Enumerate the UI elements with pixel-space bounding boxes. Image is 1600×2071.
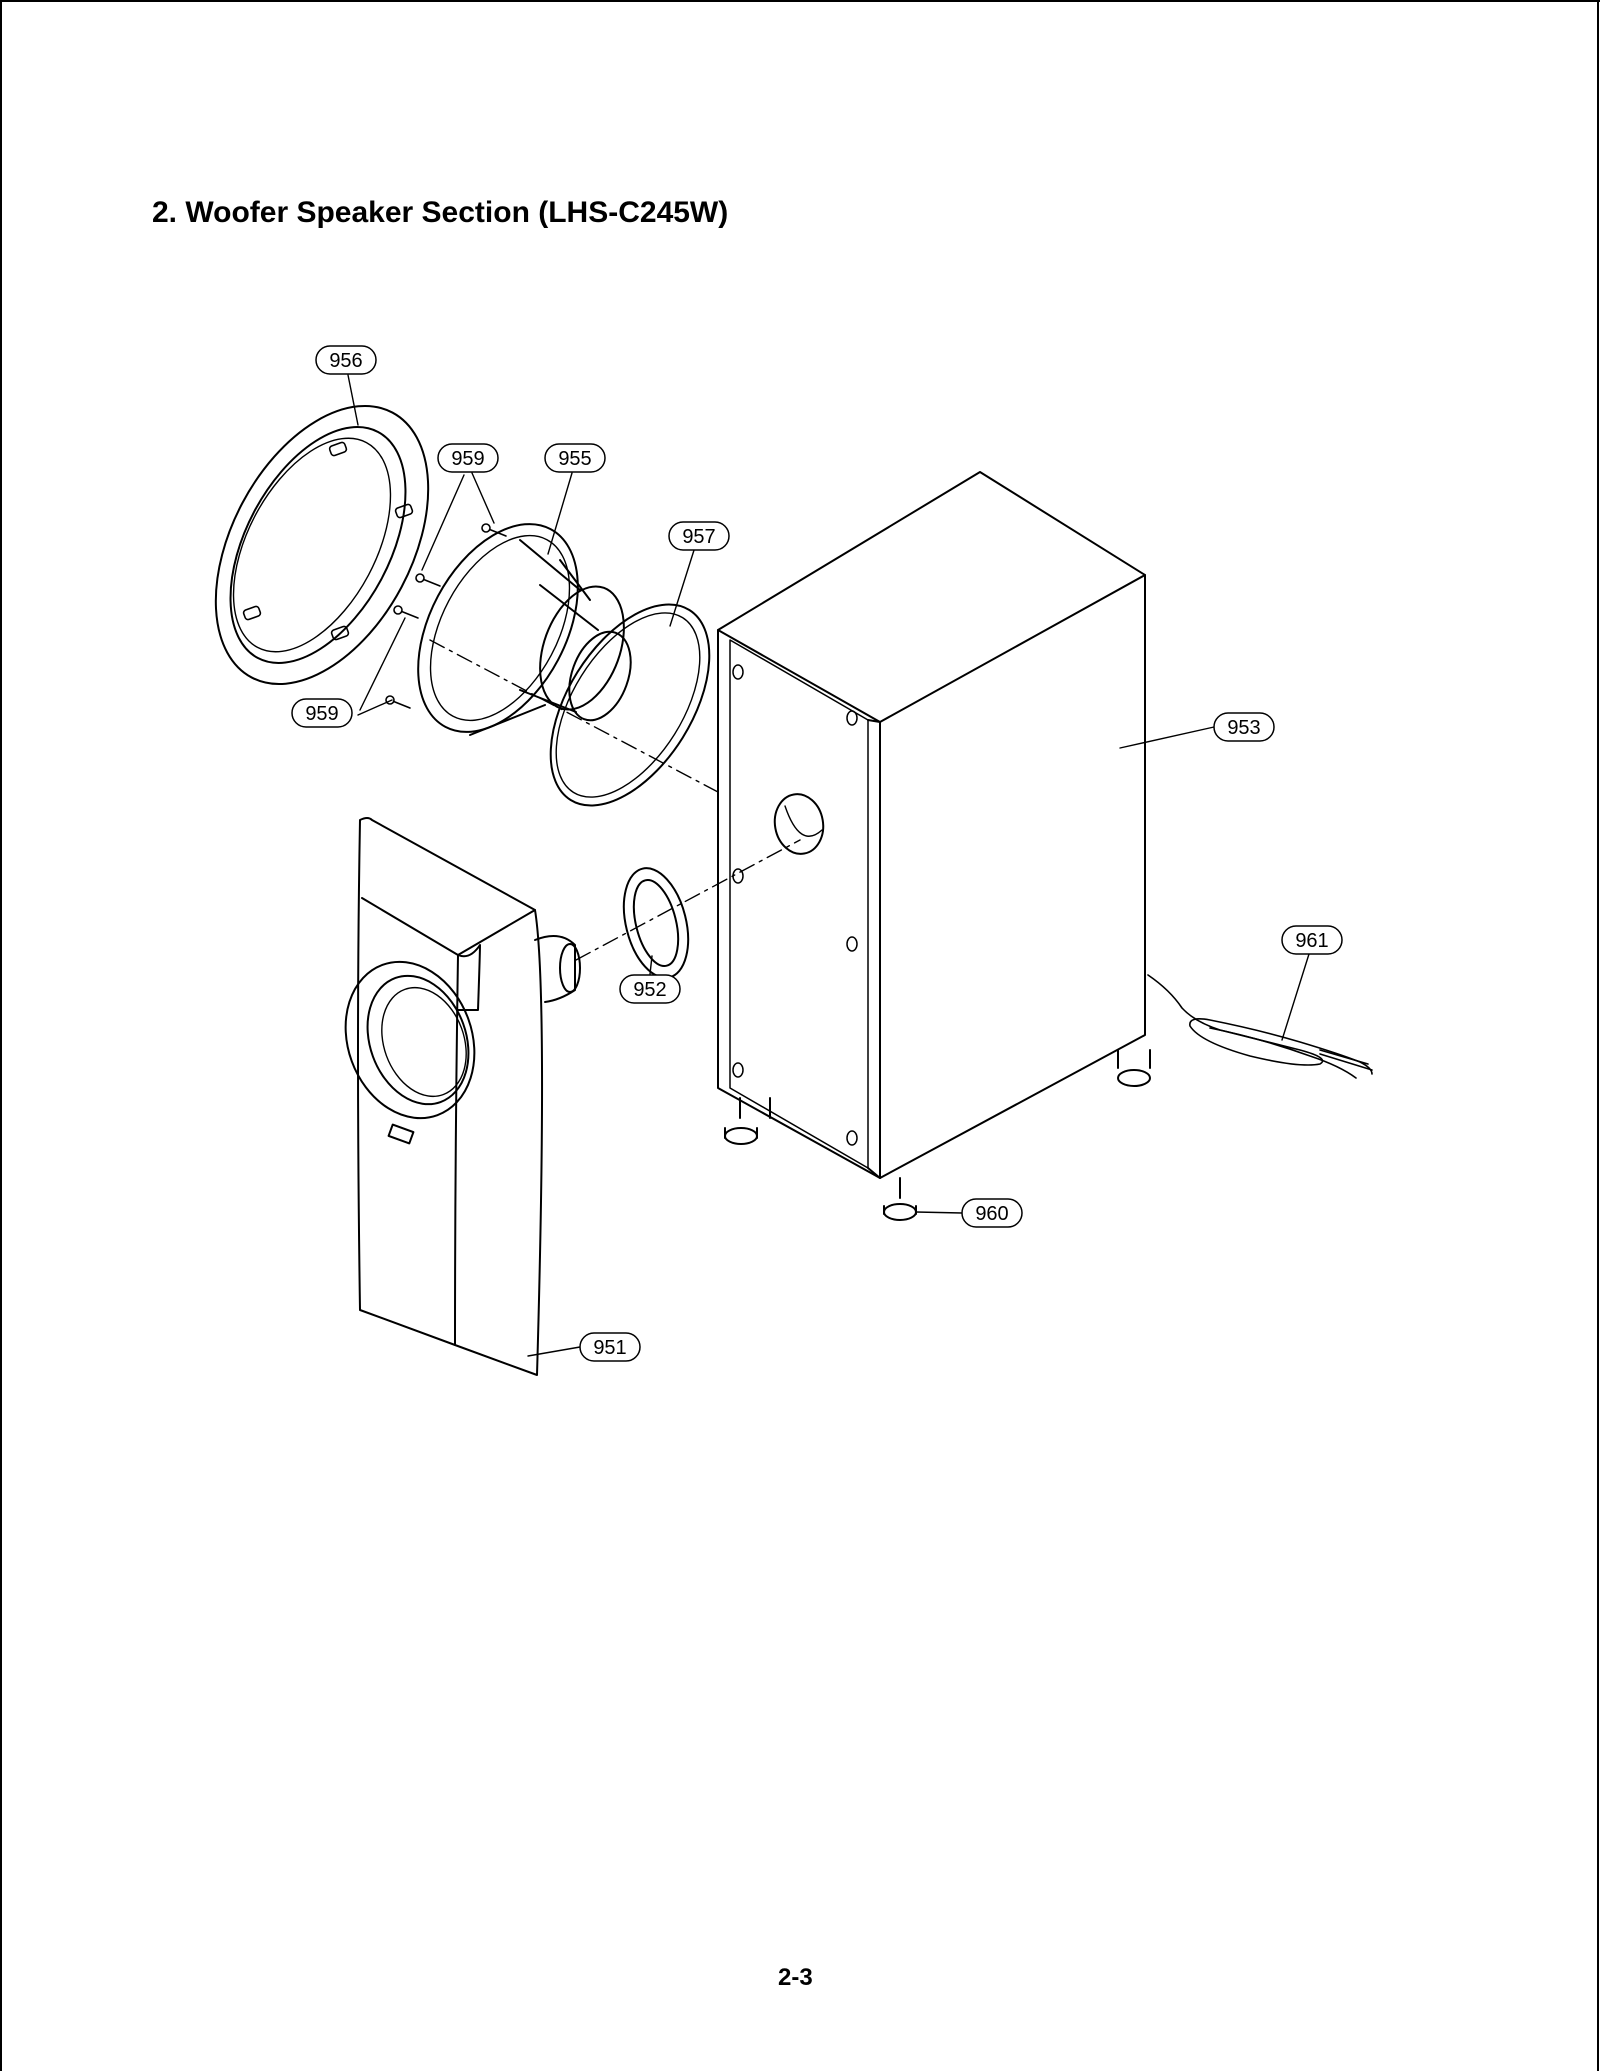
svg-text:955: 955 [558,448,591,470]
svg-text:956: 956 [329,350,362,372]
page-frame-top [0,0,1600,2]
callout-951: 951 [579,1332,641,1362]
leader-lines [347,374,1310,1357]
page-frame-left [0,0,2,2071]
part-956-grille-ring [214,404,430,686]
callout-961: 961 [1281,925,1343,955]
part-951-front-panel [344,817,581,1376]
svg-text:960: 960 [975,1203,1008,1225]
callout-960: 960 [961,1198,1023,1228]
svg-text:959: 959 [451,448,484,470]
callout-959-bottom: 959 [291,698,353,728]
part-961-cable [1147,974,1373,1079]
callout-952: 952 [619,974,681,1004]
page-frame-right [1597,0,1599,2071]
svg-text:959: 959 [305,703,338,725]
part-952-port-ring [622,867,690,979]
svg-text:957: 957 [682,526,715,548]
callout-959-top: 959 [437,443,499,473]
svg-text:953: 953 [1227,717,1260,739]
svg-text:952: 952 [633,979,666,1001]
part-955-woofer-driver [417,523,632,736]
callout-955: 955 [544,443,606,473]
part-957-gasket-ring [549,603,711,807]
part-953-cabinet [717,471,1151,1221]
svg-text:961: 961 [1295,930,1328,952]
svg-text:951: 951 [593,1337,626,1359]
section-title: 2. Woofer Speaker Section (LHS-C245W) [152,196,729,229]
callout-953: 953 [1213,712,1275,742]
port-center-line [575,839,801,961]
part-959-screws [385,523,507,709]
callout-957: 957 [668,521,730,551]
page-number: 2-3 [778,1964,813,1991]
assembly-center-line [429,639,719,793]
callout-956: 956 [315,345,377,375]
